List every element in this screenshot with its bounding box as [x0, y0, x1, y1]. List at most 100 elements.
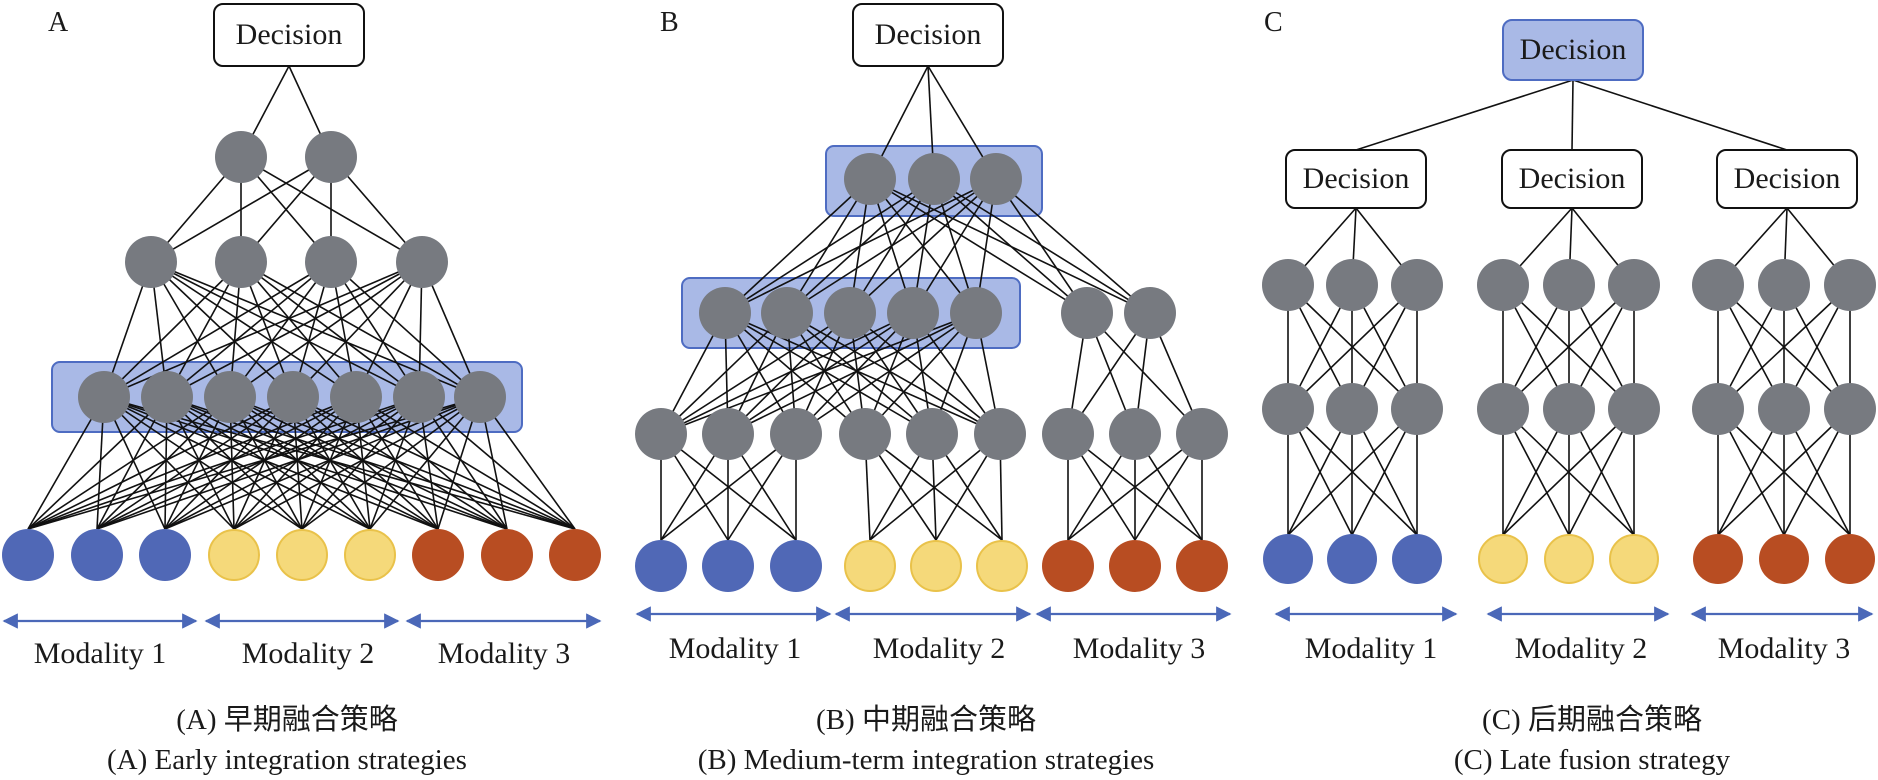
hidden-node: [305, 236, 357, 288]
fused-feature-node: [844, 153, 896, 205]
hidden-node: [1692, 383, 1744, 435]
caption-cn-c: (C) 后期融合策略: [1482, 703, 1702, 736]
network-edge: [301, 396, 481, 530]
input-node-modality-3: [549, 529, 601, 581]
network-edge: [724, 178, 935, 314]
network-edge: [240, 156, 423, 263]
network-edge: [166, 396, 439, 530]
network-edge: [229, 261, 423, 398]
input-node-modality-1: [1263, 534, 1313, 584]
decision-box-a: Decision: [213, 3, 365, 67]
network-edge: [27, 396, 481, 530]
network-edge: [369, 396, 481, 530]
caption-cn-b: (B) 中期融合策略: [816, 703, 1036, 736]
input-node-modality-1: [1327, 534, 1377, 584]
network-edge: [995, 178, 1151, 314]
network-edge: [229, 396, 439, 530]
network-edge: [229, 396, 371, 530]
network-edge: [27, 396, 231, 530]
network-edge: [233, 396, 481, 530]
network-edge: [1086, 312, 1203, 435]
modality-label-b-3: Modality 3: [1073, 632, 1206, 665]
network-edge: [479, 396, 576, 530]
network-edge: [27, 396, 168, 530]
network-edge: [1502, 284, 1635, 410]
network-edge: [727, 312, 851, 435]
caption-en-a: (A) Early integration strategies: [107, 744, 467, 776]
decision-label-b: Decision: [875, 18, 982, 51]
decision-box-c-3: Decision: [1716, 149, 1858, 209]
decision-edge: [1571, 79, 1574, 151]
input-node-modality-3: [1042, 540, 1094, 592]
caption-cn-a: (A) 早期融合策略: [176, 703, 398, 736]
decision-edge: [1572, 79, 1788, 151]
hidden-node: [1758, 383, 1810, 435]
decision-label-c-top: Decision: [1520, 33, 1627, 66]
decision-box-c-1: Decision: [1285, 149, 1427, 209]
hidden-node: [770, 408, 822, 460]
input-node-modality-1: [635, 540, 687, 592]
network-edge: [1717, 408, 1851, 536]
input-node-modality-2: [976, 540, 1028, 592]
network-edge: [660, 312, 851, 435]
input-node-modality-3: [1176, 540, 1228, 592]
network-edge: [660, 312, 914, 435]
hidden-node: [305, 131, 357, 183]
decision-box-c-top: Decision: [1502, 19, 1644, 81]
fused-feature-node: [141, 371, 193, 423]
network-edge: [418, 396, 576, 530]
input-node-modality-2: [344, 529, 396, 581]
hidden-node: [215, 131, 267, 183]
input-node-modality-3: [1109, 540, 1161, 592]
hidden-node: [1692, 259, 1744, 311]
input-node-modality-1: [2, 529, 54, 581]
fused-feature-node: [761, 287, 813, 339]
hidden-node: [215, 236, 267, 288]
network-edge: [96, 396, 231, 530]
fused-feature-node: [393, 371, 445, 423]
input-node-modality-1: [71, 529, 123, 581]
caption-en-b: (B) Medium-term integration strategies: [698, 744, 1155, 776]
input-node-modality-1: [139, 529, 191, 581]
fused-feature-node: [699, 287, 751, 339]
input-node-modality-2: [1609, 534, 1659, 584]
decision-box-c-2: Decision: [1501, 149, 1643, 209]
fused-feature-node: [204, 371, 256, 423]
network-edge: [727, 312, 914, 435]
network-edge: [1502, 408, 1635, 536]
hidden-node: [839, 408, 891, 460]
modality-label-c-1: Modality 1: [1305, 632, 1438, 665]
network-edge: [724, 312, 933, 435]
network-edge: [166, 261, 423, 398]
hidden-node: [1061, 287, 1113, 339]
decision-label-c-1: Decision: [1303, 162, 1410, 195]
network-edge: [103, 396, 303, 530]
hidden-node: [702, 408, 754, 460]
modality-label-a-1: Modality 1: [34, 637, 167, 670]
decision-label-c-3: Decision: [1734, 162, 1841, 195]
input-node-modality-3: [1759, 534, 1809, 584]
network-edge: [240, 261, 481, 398]
network-edge: [103, 261, 332, 398]
network-edge: [166, 396, 371, 530]
network-edge: [103, 396, 371, 530]
network-edge: [27, 396, 294, 530]
hidden-node: [906, 408, 958, 460]
input-node-modality-2: [208, 529, 260, 581]
network-edge: [355, 396, 508, 530]
hidden-node: [125, 236, 177, 288]
hidden-node: [1758, 259, 1810, 311]
network-edge: [150, 261, 231, 398]
network-edge: [660, 433, 797, 541]
network-edge: [418, 396, 508, 530]
input-node-modality-2: [910, 540, 962, 592]
network-edge: [724, 312, 866, 435]
network-edge: [724, 178, 871, 314]
modality-arrows: [2, 606, 1874, 629]
fused-feature-node: [454, 371, 506, 423]
network-edge: [292, 261, 423, 398]
network-edge: [240, 261, 420, 398]
fused-feature-node: [950, 287, 1002, 339]
decision-edge: [1355, 79, 1574, 151]
decision-box-b: Decision: [852, 3, 1004, 67]
